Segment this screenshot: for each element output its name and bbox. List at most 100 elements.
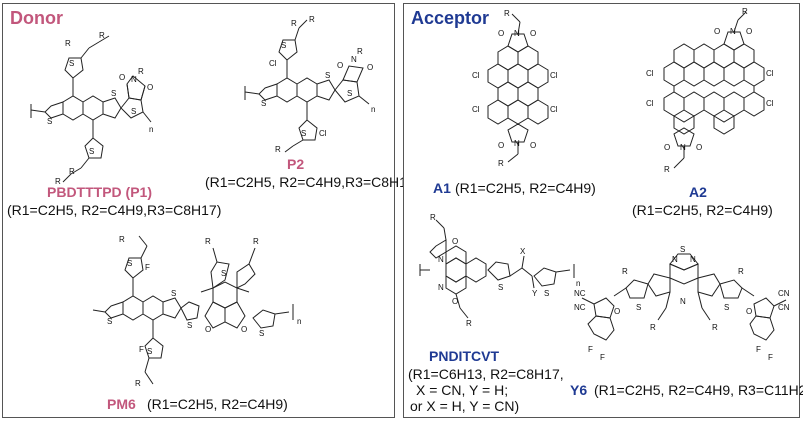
svg-text:CN: CN — [778, 289, 790, 298]
svg-text:n: n — [149, 125, 153, 134]
svg-text:CN: CN — [778, 303, 790, 312]
svg-text:Y: Y — [532, 289, 538, 298]
svg-text:R: R — [99, 31, 105, 40]
svg-text:R: R — [650, 323, 656, 332]
svg-text:R: R — [498, 159, 504, 168]
svg-text:O: O — [530, 141, 536, 150]
svg-text:O: O — [696, 143, 702, 152]
svg-text:R: R — [205, 237, 211, 246]
svg-text:Cl: Cl — [646, 69, 654, 78]
svg-text:N: N — [672, 255, 678, 264]
svg-text:X: X — [520, 247, 526, 256]
y6-conditions: (R1=C2H5, R2=C4H9, R3=C11H23) — [594, 382, 803, 398]
pnditcvt-conditions-line3: or X = H, Y = CN) — [410, 398, 520, 414]
svg-text:S: S — [259, 329, 264, 338]
svg-text:R: R — [275, 145, 281, 154]
svg-text:S: S — [347, 89, 352, 98]
svg-text:S: S — [724, 303, 729, 312]
a1-conditions: (R1=C2H5, R2=C4H9) — [455, 180, 596, 196]
svg-text:Cl: Cl — [472, 105, 480, 114]
pm6-name: PM6 — [107, 396, 136, 412]
svg-text:Cl: Cl — [766, 99, 774, 108]
svg-text:S: S — [107, 317, 112, 326]
svg-text:O: O — [746, 307, 752, 316]
a2-conditions: (R1=C2H5, R2=C4H9) — [632, 202, 773, 218]
svg-text:R: R — [742, 7, 748, 16]
svg-text:n: n — [297, 317, 301, 326]
pnditcvt-conditions-line1: (R1=C6H13, R2=C8H17, — [408, 366, 564, 382]
svg-text:F: F — [139, 345, 144, 354]
svg-text:R: R — [69, 167, 75, 176]
svg-text:S: S — [261, 99, 266, 108]
svg-text:O: O — [664, 143, 670, 152]
svg-text:R: R — [357, 47, 363, 56]
svg-text:R: R — [430, 213, 436, 222]
svg-text:R: R — [309, 15, 315, 24]
svg-text:N: N — [514, 139, 520, 148]
p1-conditions: (R1=C2H5, R2=C4H9,R3=C8H17) — [7, 202, 222, 218]
a1-name: A1 — [433, 180, 451, 196]
donor-panel: Donor S S S S S — [2, 3, 419, 418]
svg-text:S: S — [111, 89, 116, 98]
svg-text:Cl: Cl — [550, 71, 558, 80]
p2-conditions: (R1=C2H5, R2=C4H9,R3=C8H17) — [205, 174, 420, 190]
svg-text:O: O — [530, 29, 536, 38]
svg-text:S: S — [498, 283, 503, 292]
svg-text:S: S — [131, 107, 136, 116]
svg-text:R: R — [65, 39, 71, 48]
pm6-conditions: (R1=C2H5, R2=C4H9) — [147, 396, 288, 412]
pnditcvt-structure: O O N N R R S S X Y n — [416, 213, 580, 328]
svg-text:S: S — [69, 59, 74, 68]
svg-text:Cl: Cl — [319, 129, 327, 138]
y6-structure: S N N N S S R R NC CN NC CN O O F F F F … — [574, 245, 790, 362]
svg-text:S: S — [89, 147, 94, 156]
svg-text:O: O — [498, 141, 504, 150]
svg-text:S: S — [544, 289, 549, 298]
svg-text:R: R — [712, 323, 718, 332]
svg-text:N: N — [680, 297, 686, 306]
svg-text:O: O — [337, 61, 343, 70]
p2-structure: S S S S S Cl Cl N R O O R R R n — [235, 15, 375, 154]
svg-text:S: S — [147, 347, 152, 356]
svg-text:R: R — [738, 267, 744, 276]
a1-structure: N N O O O O Cl Cl Cl Cl R R — [472, 9, 558, 168]
svg-text:Cl: Cl — [550, 105, 558, 114]
pnditcvt-name: PNDITCVT — [429, 348, 499, 364]
svg-text:O: O — [452, 297, 458, 306]
svg-text:O: O — [205, 325, 211, 334]
svg-text:R: R — [55, 177, 61, 186]
svg-text:S: S — [680, 245, 685, 254]
svg-text:S: S — [187, 321, 192, 330]
pm6-structure: S S S S S S S F F O O R R R R n — [93, 235, 301, 388]
acceptor-panel: Acceptor N N O O O O Cl Cl Cl C — [403, 3, 803, 418]
svg-text:N: N — [131, 75, 137, 84]
svg-text:R: R — [622, 267, 628, 276]
svg-text:S: S — [301, 129, 306, 138]
svg-text:N: N — [680, 143, 686, 152]
svg-text:R: R — [466, 319, 472, 328]
svg-text:N: N — [514, 29, 520, 38]
svg-text:NC: NC — [574, 289, 586, 298]
svg-text:R: R — [504, 9, 510, 18]
svg-text:N: N — [690, 255, 696, 264]
svg-text:S: S — [171, 289, 176, 298]
svg-text:O: O — [452, 237, 458, 246]
svg-text:N: N — [438, 283, 444, 292]
a2-name: A2 — [689, 184, 707, 200]
svg-text:O: O — [714, 27, 720, 36]
svg-text:Cl: Cl — [472, 71, 480, 80]
svg-text:S: S — [47, 117, 52, 126]
pnditcvt-conditions-line2: X = CN, Y = H; — [416, 382, 509, 398]
donor-heading: Donor — [10, 8, 63, 28]
svg-text:F: F — [145, 263, 150, 272]
svg-text:O: O — [614, 307, 620, 316]
svg-text:S: S — [127, 259, 132, 268]
svg-text:S: S — [325, 71, 330, 80]
acceptor-heading: Acceptor — [411, 8, 490, 28]
svg-text:S: S — [636, 303, 641, 312]
svg-text:O: O — [119, 73, 125, 82]
svg-text:F: F — [588, 345, 593, 354]
p2-name: P2 — [287, 156, 305, 172]
svg-text:R: R — [119, 235, 125, 244]
svg-text:O: O — [147, 83, 153, 92]
